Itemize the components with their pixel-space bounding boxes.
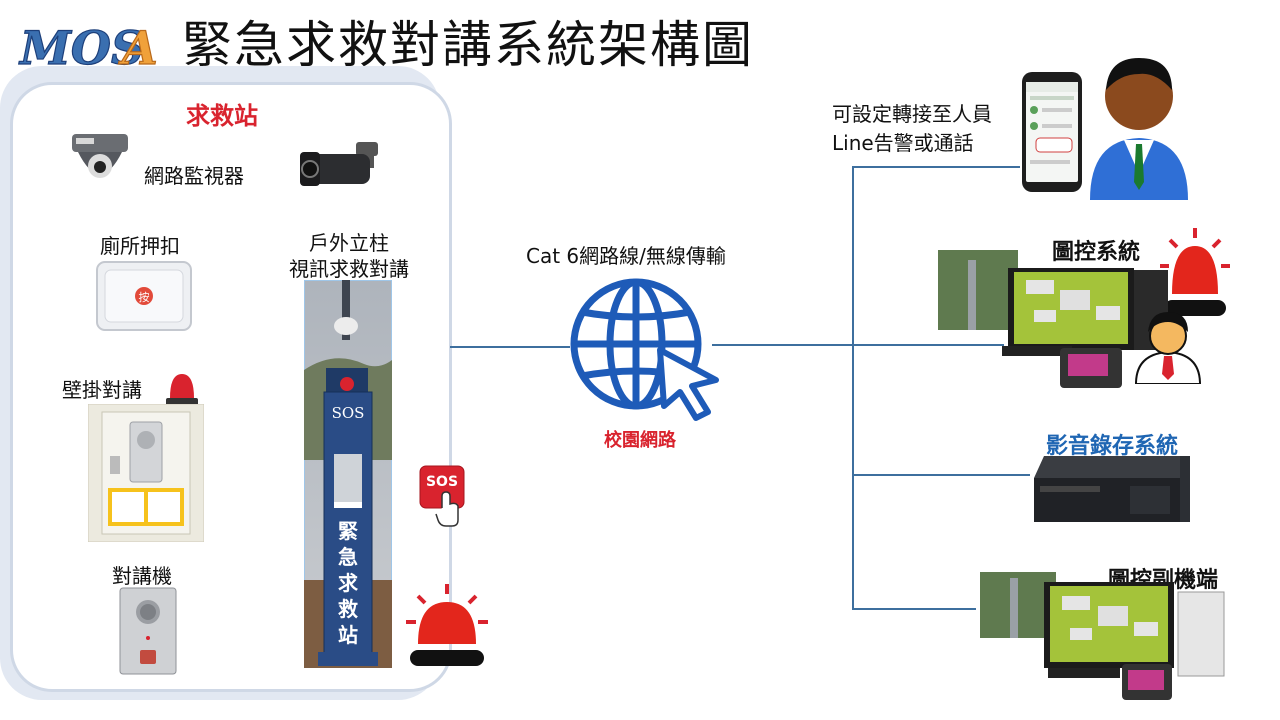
graphic-control-label: 圖控系統: [1052, 240, 1141, 265]
mobile-notify-text: 可設定轉接至人員 Line告警或通話: [832, 102, 992, 155]
bus-line: [852, 166, 854, 610]
toilet-button-label: 廁所押扣: [100, 234, 180, 258]
intercom-unit-photo: [119, 587, 177, 675]
sos-button-icon: [419, 465, 465, 527]
operator-person-icon: [1134, 312, 1202, 384]
graphic-control-workstation: [938, 250, 1168, 388]
pillar-sos-text: SOS: [331, 404, 365, 422]
outdoor-pillar-label: 戶外立柱 視訊求救對講: [289, 231, 409, 281]
connector-line: [450, 346, 570, 348]
help-station-heading: 求救站: [186, 102, 258, 130]
svg-text:A: A: [118, 21, 158, 74]
connector-line: [712, 344, 1004, 346]
red-beacon-icon: [166, 374, 198, 406]
svg-text:MOS: MOS: [18, 21, 144, 74]
wall-intercom-photo: [88, 404, 204, 542]
intercom-label: 對講機: [112, 564, 172, 588]
pillar-char: 救: [338, 597, 358, 621]
pillar-char: 站: [338, 623, 358, 647]
wall-intercom-label: 壁掛對講: [62, 378, 142, 402]
svg-text:按: 按: [139, 290, 150, 304]
alarm-beacon-icon: [1160, 228, 1230, 316]
bullet-camera-icon: [300, 142, 378, 186]
alarm-beacon-icon: [406, 584, 488, 666]
rack-server-icon: [1034, 456, 1190, 522]
sub-station-workstation: [980, 572, 1225, 700]
toilet-push-button-icon: 按: [96, 261, 192, 331]
smartphone-icon: [1022, 72, 1082, 192]
pillar-char: 急: [338, 545, 358, 569]
sos-pillar-photo: [304, 280, 392, 668]
network-cable-label: Cat 6網路線/無線傳輸: [526, 244, 726, 268]
campus-network-label: 校園網路: [604, 430, 676, 451]
dome-camera-icon: [72, 134, 128, 178]
pillar-char: 緊: [338, 519, 358, 543]
pillar-char: 求: [338, 571, 358, 595]
mosa-logo: MOS A: [18, 20, 158, 74]
connector-line: [852, 166, 1020, 168]
sos-button-label: SOS: [425, 474, 459, 490]
ip-camera-label: 網路監視器: [144, 164, 244, 188]
staff-person-icon: [1090, 58, 1188, 200]
page-title: 緊急求救對講系統架構圖: [182, 16, 754, 74]
connector-line: [852, 474, 1030, 476]
connector-line: [852, 608, 976, 610]
recording-system-label: 影音錄存系統: [1046, 434, 1179, 459]
globe-network-icon: [570, 278, 719, 421]
pillar-vertical-text: 緊 急 求 救 站: [336, 518, 360, 648]
